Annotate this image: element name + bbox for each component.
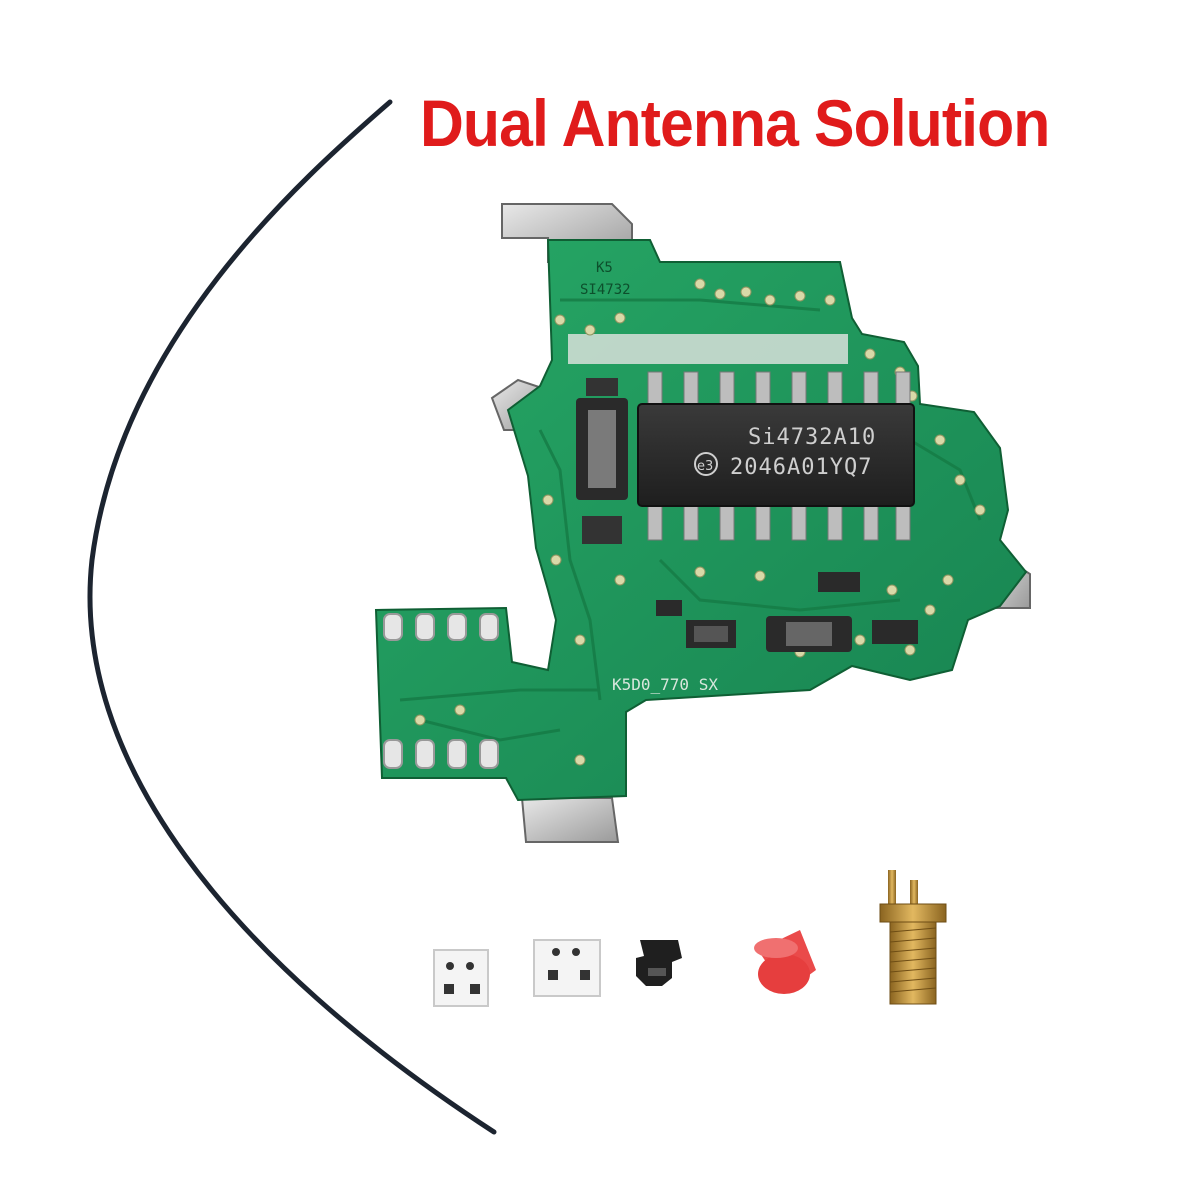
pcb-traces bbox=[399, 298, 982, 742]
antenna-wire bbox=[87, 99, 497, 1135]
sma-connector bbox=[879, 870, 947, 1005]
black-jumper bbox=[636, 940, 682, 986]
white-component-2 bbox=[533, 939, 601, 997]
chip-logo-text: e3 bbox=[697, 459, 713, 474]
solder-pads bbox=[383, 613, 499, 769]
chip-logo-icon bbox=[694, 452, 718, 476]
silk-text-bottom: K5D0_770 SX bbox=[612, 675, 718, 694]
chip-label-line2: 2046A01YQ7 bbox=[730, 455, 872, 480]
silk-label-strip bbox=[568, 334, 848, 364]
red-dust-cap bbox=[754, 930, 816, 994]
silk-text-top-line1: K5 bbox=[596, 260, 613, 276]
headline-title: Dual Antenna Solution bbox=[420, 86, 1050, 160]
ic-chip bbox=[637, 403, 915, 507]
white-component-1 bbox=[433, 949, 489, 1007]
pcb-vias bbox=[414, 278, 986, 766]
smd-part bbox=[582, 516, 622, 544]
pcb-board bbox=[374, 239, 1028, 802]
chip-pins-bottom bbox=[647, 499, 911, 541]
smd-components bbox=[656, 572, 918, 652]
silk-text-top-line2: SI4732 bbox=[580, 282, 631, 298]
chip-label-line1: Si4732A10 bbox=[748, 425, 876, 450]
